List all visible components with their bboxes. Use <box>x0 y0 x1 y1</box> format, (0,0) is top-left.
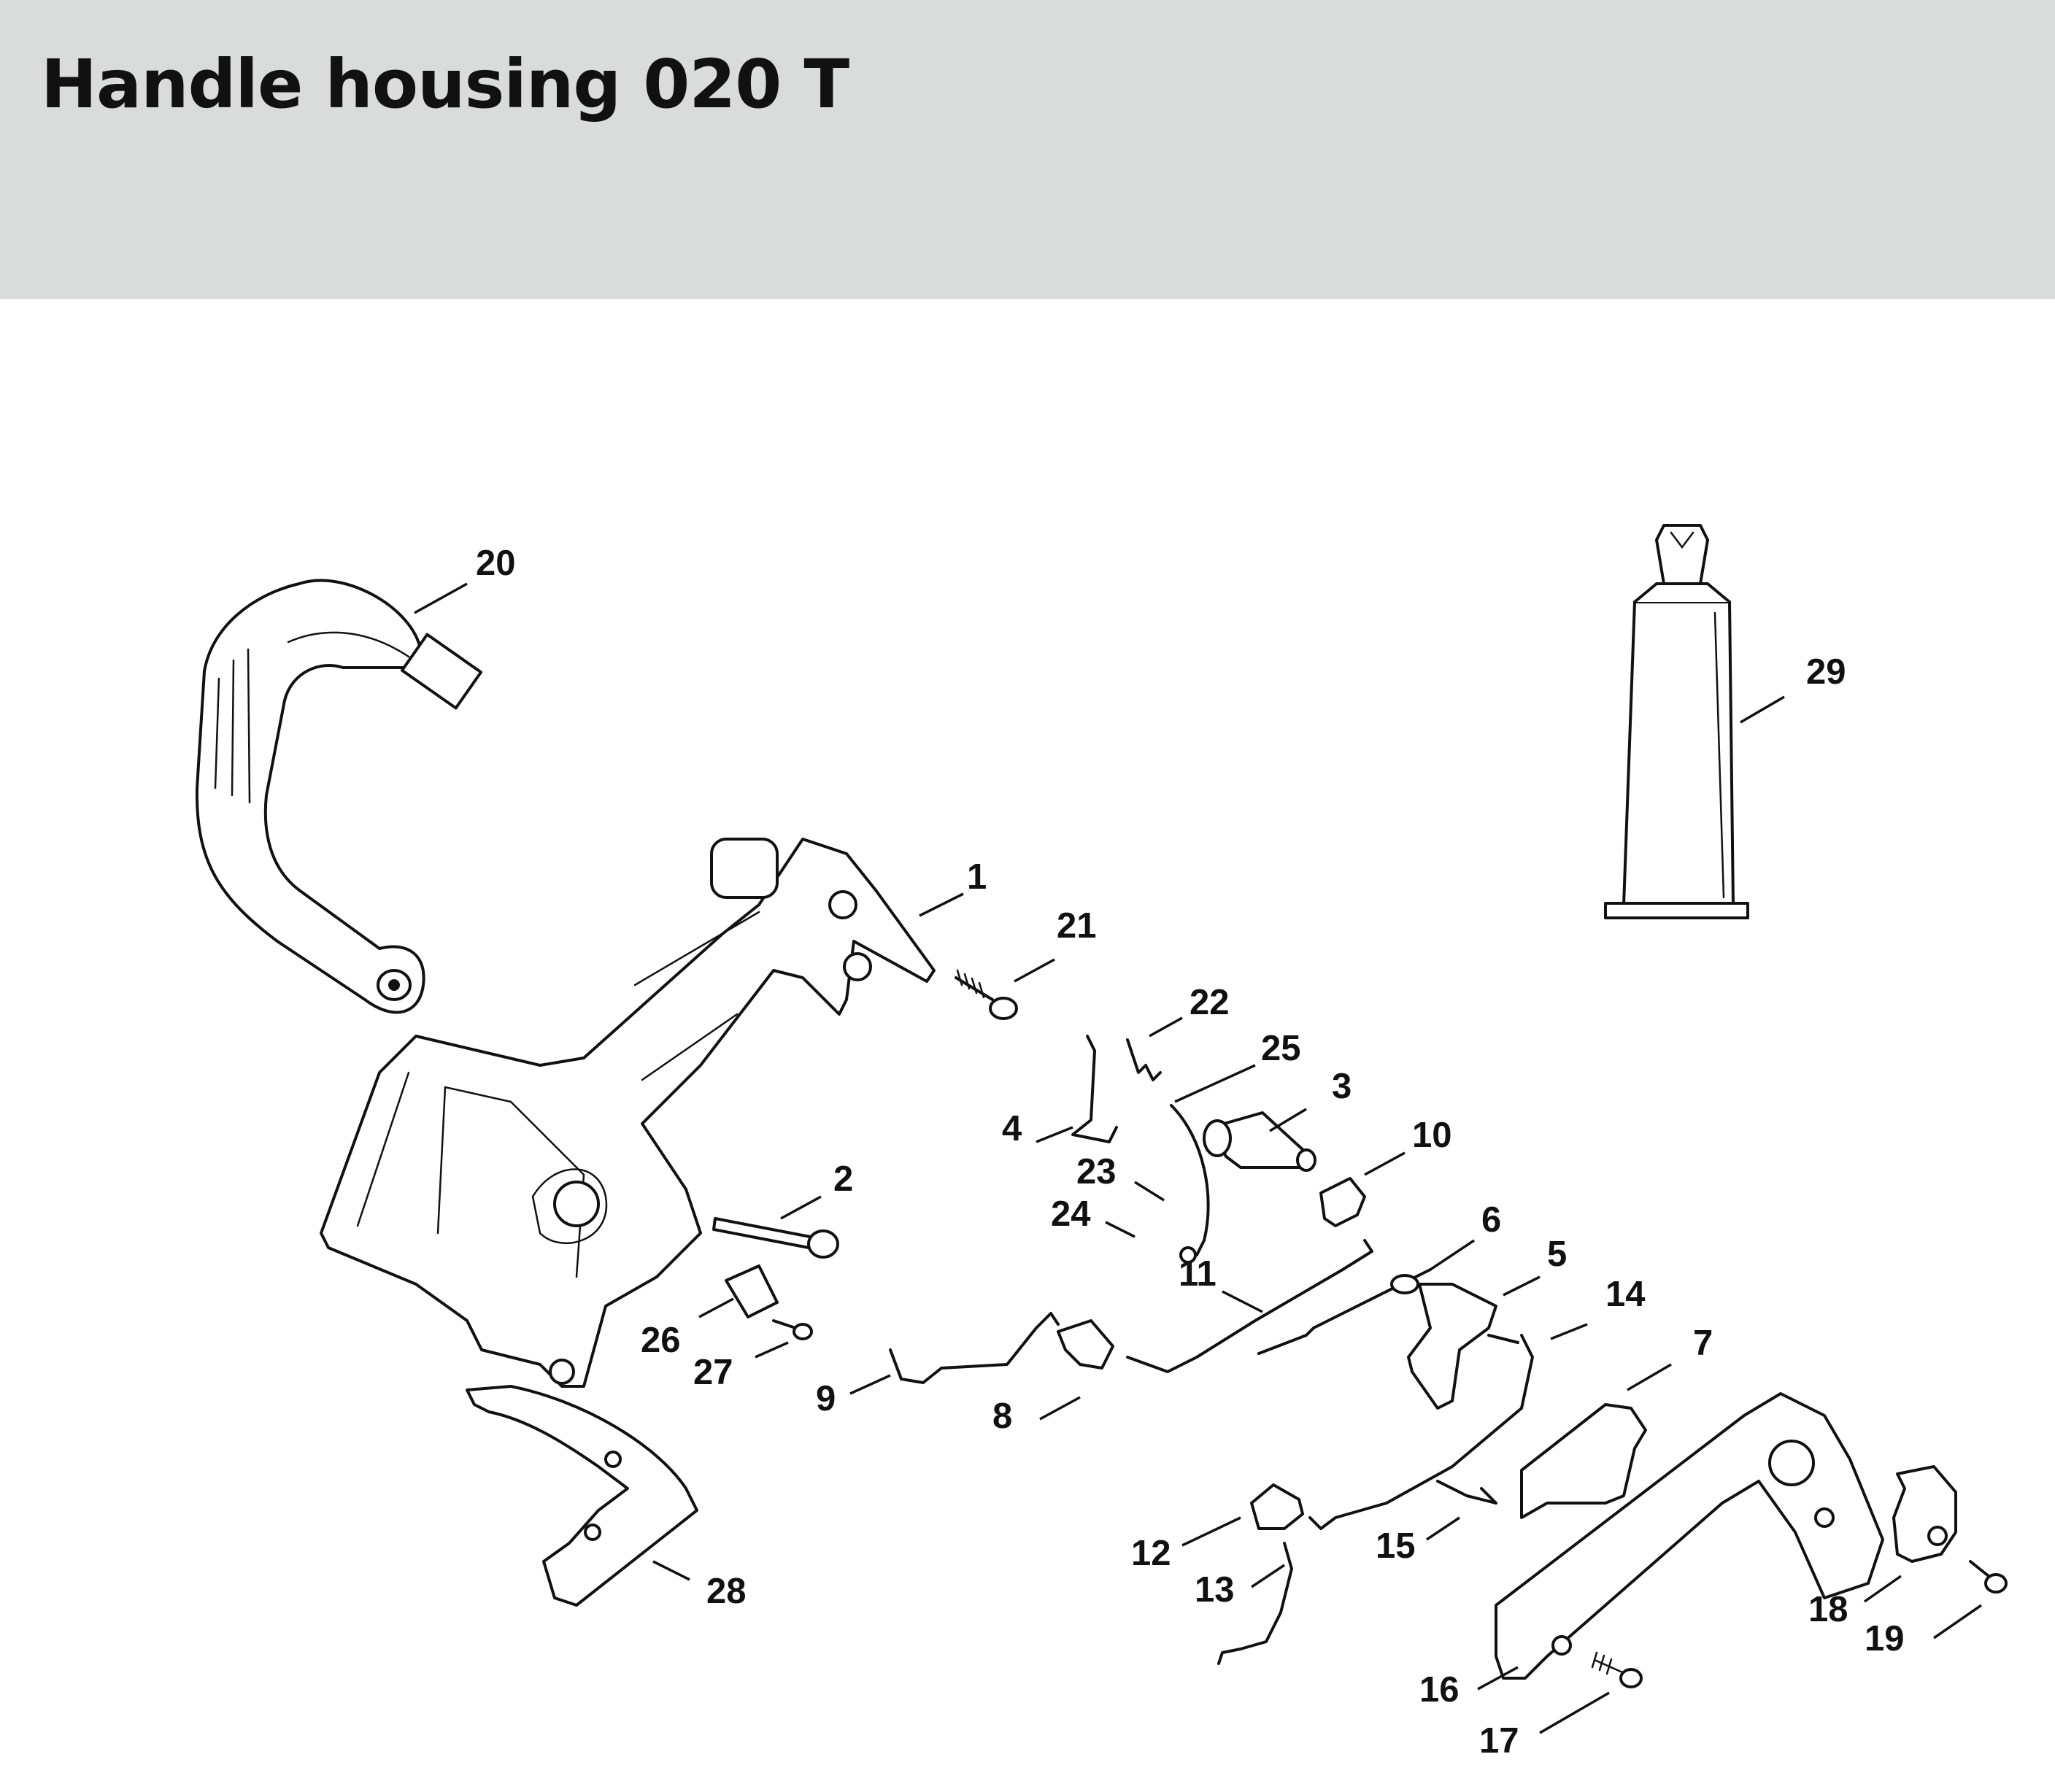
callout-12: 12 <box>1131 1534 1171 1573</box>
callout-1: 1 <box>967 857 987 897</box>
part-cable-23 <box>1170 1104 1210 1264</box>
leader-lines <box>414 582 1982 1734</box>
callout-28: 28 <box>706 1572 747 1611</box>
callout-19: 19 <box>1865 1619 1905 1658</box>
callout-6: 6 <box>1481 1200 1501 1240</box>
callout-2: 2 <box>833 1159 853 1199</box>
part-cover-28 <box>466 1385 698 1607</box>
callout-13: 13 <box>1195 1570 1235 1610</box>
callout-25: 25 <box>1261 1029 1301 1068</box>
part-spring-22 <box>1126 1038 1162 1081</box>
callout-10: 10 <box>1412 1116 1452 1155</box>
part-tube-29 <box>1604 524 1749 919</box>
page-title: Handle housing 020 T <box>41 45 849 123</box>
part-spring-15 <box>1436 1480 1497 1505</box>
callout-17: 17 <box>1479 1721 1519 1761</box>
part-handlebar <box>195 579 483 1014</box>
callout-22: 22 <box>1190 983 1230 1022</box>
part-screw-19 <box>1969 1560 2008 1594</box>
callout-5: 5 <box>1547 1235 1567 1274</box>
part-screw-21 <box>955 969 1018 1020</box>
part-clip-26 <box>725 1264 779 1318</box>
part-rear-handle-16 <box>1495 1392 1884 1680</box>
part-pawl-10 <box>1319 1177 1366 1227</box>
callout-9: 9 <box>816 1379 836 1418</box>
part-rod-13 <box>1217 1542 1293 1665</box>
part-switch-3 <box>1203 1111 1316 1172</box>
callout-labels: 20 1 21 22 25 3 4 10 23 24 2 6 5 11 14 2… <box>476 544 1905 1761</box>
callout-16: 16 <box>1419 1670 1460 1710</box>
callout-14: 14 <box>1605 1275 1646 1314</box>
part-screw-2 <box>712 1217 839 1259</box>
callout-18: 18 <box>1808 1590 1848 1629</box>
callout-21: 21 <box>1057 906 1097 946</box>
part-cap-18 <box>1892 1465 1957 1563</box>
header-band: Handle housing 020 T <box>0 0 2055 299</box>
callout-15: 15 <box>1376 1526 1416 1566</box>
part-rod-11 <box>1126 1239 1432 1373</box>
part-handle-housing <box>320 838 936 1388</box>
callout-3: 3 <box>1332 1067 1352 1106</box>
callout-11: 11 <box>1179 1254 1217 1294</box>
part-screw-27 <box>772 1319 813 1340</box>
part-bracket-8 <box>1057 1319 1114 1370</box>
callout-27: 27 <box>693 1353 733 1392</box>
part-lever-4 <box>1071 1035 1118 1143</box>
callout-29: 29 <box>1806 652 1846 692</box>
callout-24: 24 <box>1051 1194 1091 1234</box>
callout-20: 20 <box>476 544 516 583</box>
part-rod-14 <box>1308 1334 1534 1530</box>
part-bracket-12 <box>1250 1483 1304 1530</box>
callout-8: 8 <box>992 1397 1012 1436</box>
callout-26: 26 <box>641 1321 681 1360</box>
part-trigger-5 <box>1407 1283 1519 1410</box>
part-spring-6 <box>1390 1274 1419 1294</box>
callout-4: 4 <box>1002 1109 1022 1148</box>
callout-23: 23 <box>1076 1152 1117 1192</box>
part-screw-17 <box>1591 1651 1643 1688</box>
part-lever-7 <box>1520 1403 1647 1519</box>
part-rod-9 <box>889 1312 1060 1384</box>
callout-7: 7 <box>1693 1324 1713 1363</box>
